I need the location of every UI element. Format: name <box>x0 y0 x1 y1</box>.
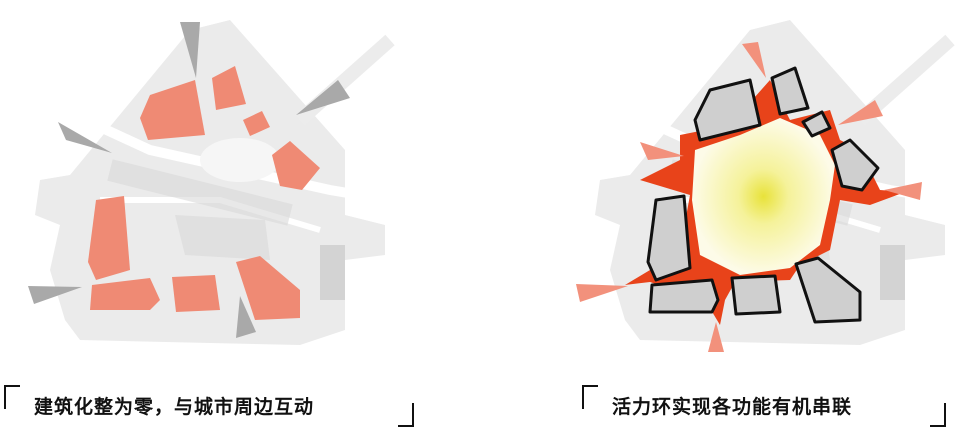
building-block <box>172 275 220 312</box>
caption-right-open-bracket <box>582 385 598 409</box>
building-blocks <box>88 66 320 320</box>
building-block <box>648 278 720 314</box>
caption-right-close-bracket <box>930 403 946 427</box>
building-block <box>88 196 130 280</box>
caption-left: 建筑化整为零，与城市周边互动 <box>34 396 315 418</box>
arrow-icon <box>838 100 883 125</box>
building-block <box>243 111 270 136</box>
pink-arrows <box>576 42 922 352</box>
arrow-icon <box>58 122 112 153</box>
building-block <box>794 256 862 324</box>
center-glow <box>692 118 835 275</box>
building-block <box>801 110 832 138</box>
building-block <box>90 278 160 310</box>
building-block <box>693 78 762 142</box>
arrow-icon <box>576 284 628 302</box>
arrow-icon <box>708 322 724 352</box>
building-block <box>272 141 320 190</box>
left-diagram <box>20 20 390 345</box>
caption-left-close-bracket <box>398 403 414 427</box>
building-block <box>830 138 880 192</box>
right-diagram <box>576 20 950 352</box>
building-block <box>730 274 782 316</box>
building-block <box>140 80 205 140</box>
building-blocks <box>646 66 880 324</box>
arrow-icon <box>884 182 922 200</box>
caption-left-open-bracket <box>4 385 20 409</box>
building-block <box>236 256 300 320</box>
building-block <box>646 194 692 282</box>
arrow-icon <box>742 42 766 78</box>
arrow-icon <box>180 22 200 78</box>
arrow-icon <box>236 296 256 338</box>
caption-right: 活力环实现各功能有机串联 <box>612 396 853 418</box>
building-block <box>770 66 810 116</box>
arrow-icon <box>640 142 684 160</box>
arrow-icon <box>296 80 350 115</box>
gray-arrows <box>28 22 350 338</box>
building-block <box>212 66 246 110</box>
arrow-icon <box>28 286 82 304</box>
